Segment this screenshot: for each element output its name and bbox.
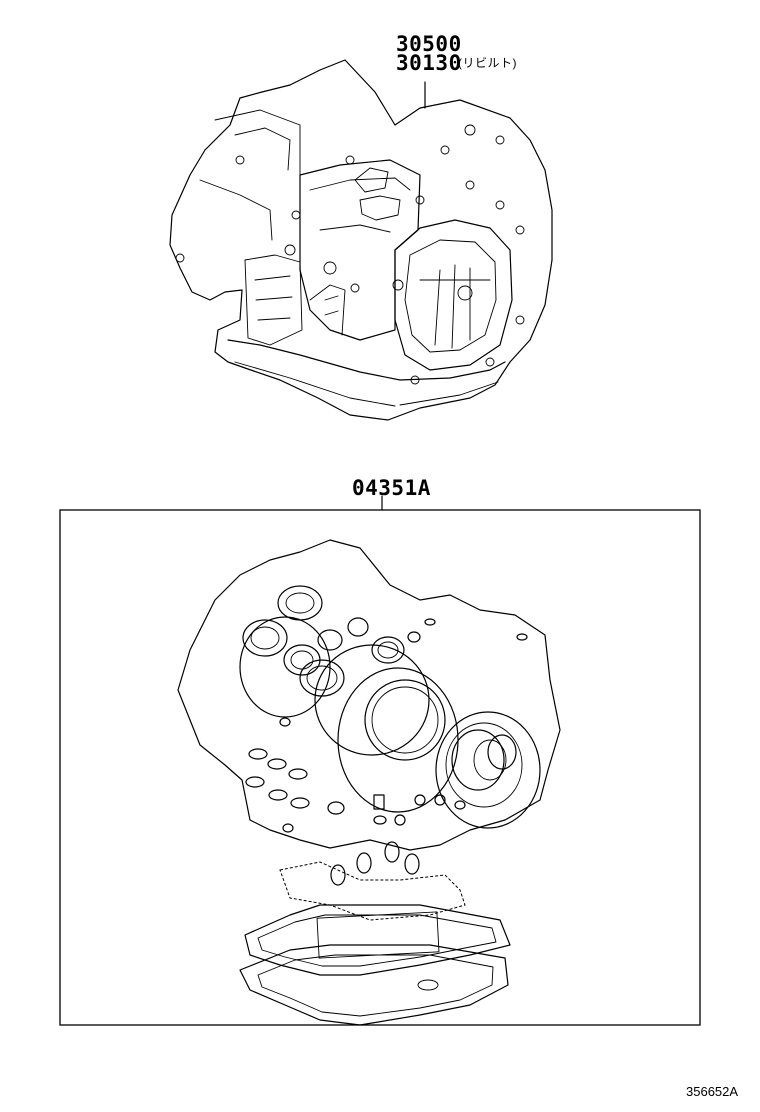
gasket-kit-illustration xyxy=(177,539,561,1026)
transaxle-assembly-illustration xyxy=(169,59,553,421)
part-number-30500: 30500 xyxy=(396,32,462,56)
part-number-04351a: 04351A xyxy=(352,476,431,500)
gasket-kit-frame xyxy=(59,509,701,1026)
figure-reference-number: 356652A xyxy=(686,1084,739,1099)
part-number-30130: 30130 xyxy=(396,51,462,75)
part-number-30130-note: (リビルト) xyxy=(458,56,517,70)
